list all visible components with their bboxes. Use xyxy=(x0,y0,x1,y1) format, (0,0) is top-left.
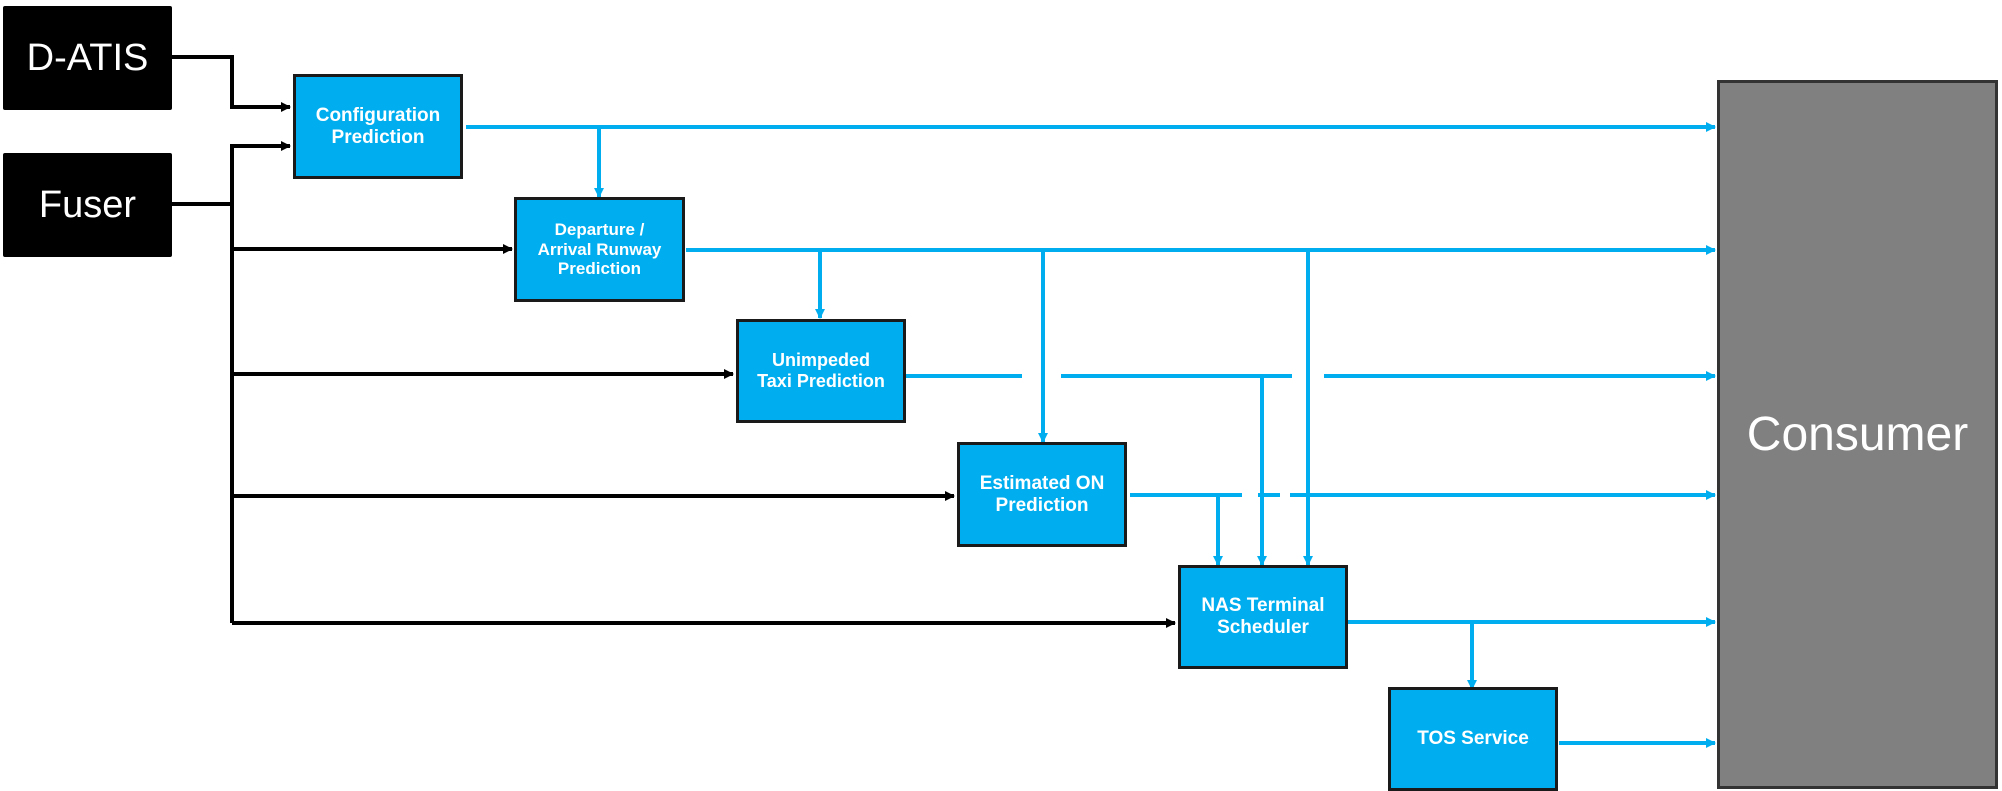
taxi-prediction-box: Unimpeded Taxi Prediction xyxy=(736,319,906,423)
tos-service-box: TOS Service xyxy=(1388,687,1558,791)
runway-prediction-box: Departure / Arrival Runway Prediction xyxy=(514,197,685,302)
configuration-prediction-box: Configuration Prediction xyxy=(293,74,463,179)
fuser-to-config-arrow xyxy=(230,141,291,623)
nas-terminal-scheduler-label: NAS Terminal Scheduler xyxy=(1201,595,1325,638)
datis-source-box: D-ATIS xyxy=(3,6,172,110)
fuser-source-box: Fuser xyxy=(3,153,172,257)
tos-service-label: TOS Service xyxy=(1417,728,1529,750)
runway-prediction-label: Departure / Arrival Runway Prediction xyxy=(537,220,662,279)
datis-label: D-ATIS xyxy=(26,36,149,79)
nas-terminal-scheduler-box: NAS Terminal Scheduler xyxy=(1178,565,1348,669)
datis-to-config-arrow xyxy=(172,55,291,112)
consumer-label: Consumer xyxy=(1746,408,1969,461)
estimated-on-prediction-label: Estimated ON Prediction xyxy=(979,472,1105,516)
estimated-on-prediction-box: Estimated ON Prediction xyxy=(957,442,1127,547)
configuration-prediction-label: Configuration Prediction xyxy=(315,104,441,148)
fuser-label: Fuser xyxy=(38,183,137,226)
consumer-box: Consumer xyxy=(1717,80,1998,789)
taxi-prediction-label: Unimpeded Taxi Prediction xyxy=(757,350,885,391)
